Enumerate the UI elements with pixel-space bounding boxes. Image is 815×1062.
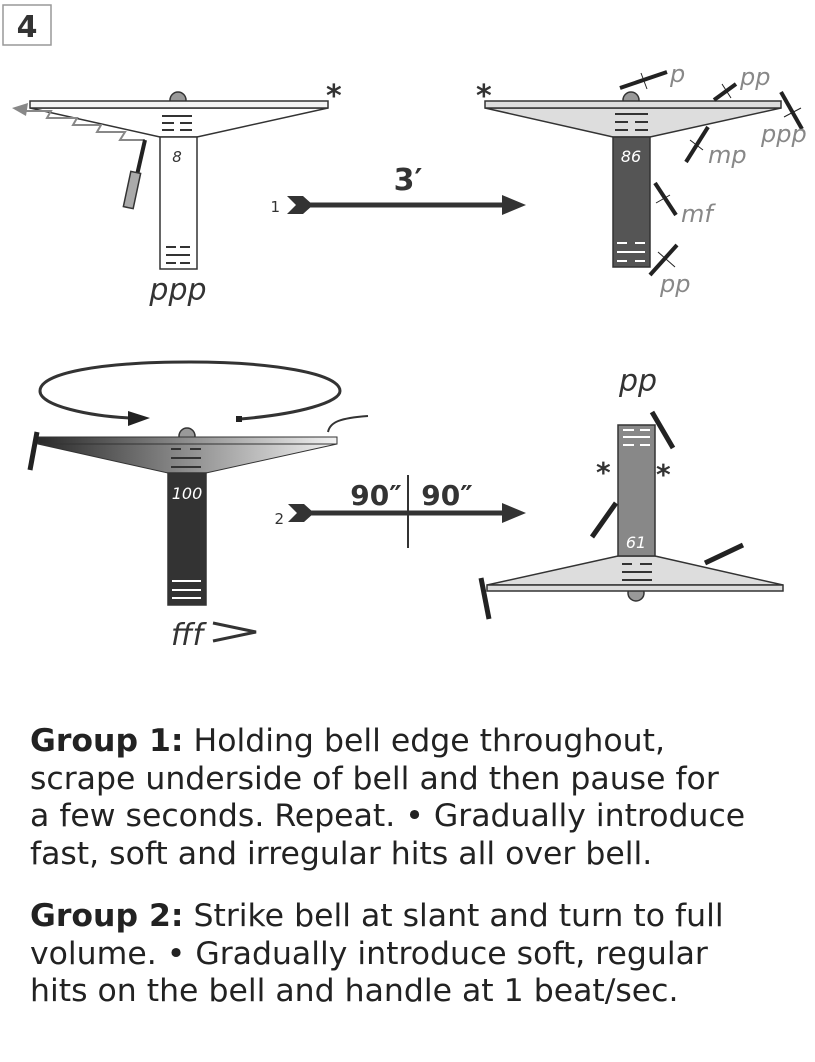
- group2-label: Group 2:: [30, 898, 184, 934]
- duration-label: 90″: [350, 479, 401, 512]
- mallet-shaft: [135, 139, 147, 176]
- asterisk-icon: *: [476, 79, 492, 114]
- dynamic-marking: pp: [659, 270, 690, 298]
- dynamic-marking: pp: [739, 63, 770, 91]
- group2-instructions: Group 2: Strike bell at slant and turn t…: [30, 898, 815, 1011]
- arrowhead-icon: [128, 411, 150, 426]
- duration-label: 3′: [394, 163, 423, 198]
- dynamic-marking: mf: [681, 200, 716, 228]
- bell-diagram-3: 100 fff: [27, 360, 369, 653]
- instruction-line: Strike bell at slant and turn to full: [183, 898, 724, 934]
- asterisk-icon: *: [596, 456, 611, 489]
- volume-label: 86: [621, 147, 641, 166]
- rotation-arrow: [38, 360, 342, 421]
- arrow-number: 1: [270, 198, 280, 216]
- dynamic-marking: pp: [618, 364, 657, 399]
- dynamic-marking: ppp: [148, 273, 206, 308]
- dynamic-marking: ppp: [760, 120, 807, 148]
- instruction-line: volume. • Gradually introduce soft, regu…: [30, 935, 708, 972]
- duration-label: 90″: [421, 479, 472, 512]
- dynamic-marking: mp: [708, 141, 747, 169]
- group1-instructions: Group 1: Holding bell edge throughout, s…: [30, 723, 815, 873]
- page-number: 4: [17, 10, 38, 45]
- volume-label: 8: [172, 148, 182, 166]
- strike-marks: [478, 410, 745, 620]
- group1-label: Group 1:: [30, 723, 184, 759]
- strike-mark: [27, 431, 40, 471]
- instruction-line: scrape underside of bell and then pause …: [30, 760, 719, 797]
- dynamic-marking: p: [669, 60, 685, 88]
- mallet-head: [122, 170, 142, 210]
- asterisk-icon: *: [656, 458, 671, 491]
- arrowhead-icon: [12, 103, 28, 116]
- scrape-zigzag-arrow: [25, 110, 145, 141]
- bell-diagram-1: * 8 ppp: [12, 79, 342, 308]
- score-diagram: 4 * 8 ppp 1 3′: [2, 4, 807, 653]
- dynamic-marking: fff: [171, 618, 208, 653]
- instruction-line: a few seconds. Repeat. • Gradually intro…: [30, 798, 746, 834]
- transition-arrow-2: 2 90″ 90″: [274, 475, 526, 548]
- page-number-box: 4: [2, 4, 52, 46]
- bell-diagram-4: * * 61 pp: [478, 364, 784, 620]
- accent-marking: [212, 621, 257, 643]
- bell-diagram-2: * 86 p pp ppp mp mf pp: [476, 60, 807, 298]
- transition-arrow-1: 1 3′: [270, 163, 526, 216]
- instruction-line: Holding bell edge throughout,: [183, 723, 665, 759]
- instruction-line: fast, soft and irregular hits all over b…: [30, 835, 653, 872]
- asterisk-icon: *: [326, 79, 342, 114]
- arrow-number: 2: [274, 510, 284, 528]
- volume-label: 61: [626, 533, 646, 552]
- volume-label: 100: [172, 484, 203, 503]
- bell-plate: [29, 100, 329, 109]
- instruction-line: hits on the bell and handle at 1 beat/se…: [30, 973, 679, 1009]
